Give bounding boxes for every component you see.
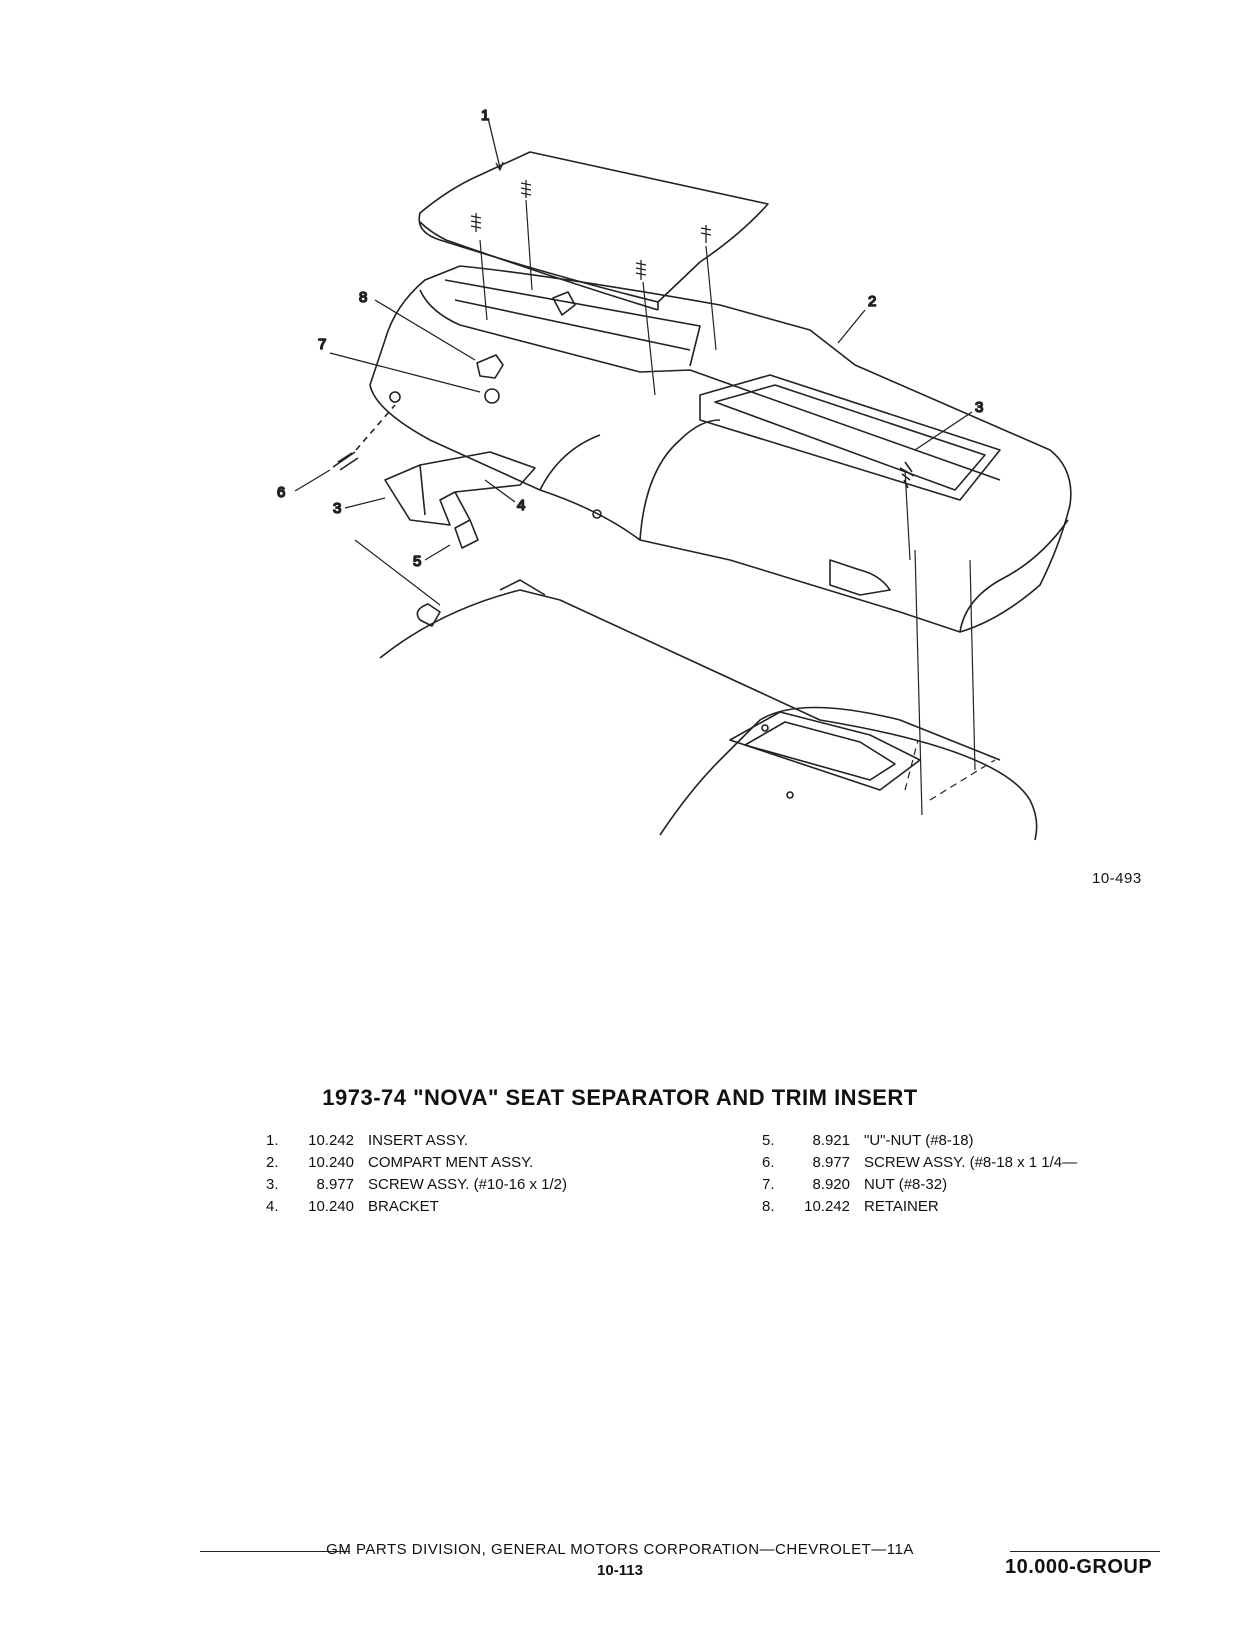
part-row: 5. 8.921 "U"-NUT (#8-18)	[762, 1130, 1077, 1152]
part-number: 5.	[762, 1132, 775, 1149]
part-number: 2.	[266, 1154, 279, 1171]
part-description: NUT (#8-32)	[864, 1176, 948, 1193]
footer-rule-left	[200, 1551, 350, 1552]
part-group-code: 8.977	[316, 1176, 354, 1193]
callout-1: 1	[481, 107, 489, 124]
callout-6: 6	[277, 484, 285, 501]
page-number: 10-113	[597, 1562, 643, 1579]
insert-lid-drawing	[418, 151, 769, 311]
callout-4: 4	[517, 497, 525, 514]
part-description: INSERT ASSY.	[368, 1132, 469, 1149]
part-description: SCREW ASSY. (#10-16 x 1/2)	[368, 1176, 567, 1193]
part-number: 3.	[266, 1176, 279, 1193]
part-description: COMPART MENT ASSY.	[368, 1154, 534, 1171]
page-title: 1973-74 "NOVA" SEAT SEPARATOR AND TRIM I…	[322, 1085, 918, 1110]
footer-publisher: GM PARTS DIVISION, GENERAL MOTORS CORPOR…	[326, 1541, 914, 1558]
part-description: BRACKET	[368, 1198, 439, 1215]
figure-number: 10-493	[1092, 870, 1142, 887]
part-row: 7. 8.920 NUT (#8-32)	[762, 1174, 1077, 1196]
floor-tunnel-drawing	[379, 579, 1038, 841]
part-row: 6. 8.977 SCREW ASSY. (#8-18 x 1 1/4—	[762, 1152, 1077, 1174]
parts-list-left: 1. 10.242 INSERT ASSY. 2. 10.240 COMPART…	[266, 1130, 567, 1218]
part-group-code: 10.240	[308, 1198, 354, 1215]
part-description: "U"-NUT (#8-18)	[864, 1132, 974, 1149]
callout-8: 8	[359, 289, 367, 306]
parts-list-right: 5. 8.921 "U"-NUT (#8-18) 6. 8.977 SCREW …	[762, 1130, 1077, 1218]
part-row: 1. 10.242 INSERT ASSY.	[266, 1130, 567, 1152]
part-number: 7.	[762, 1176, 775, 1193]
callout-leaders	[294, 117, 973, 561]
part-number: 6.	[762, 1154, 775, 1171]
part-group-code: 10.242	[804, 1198, 850, 1215]
part-group-code: 10.240	[308, 1154, 354, 1171]
part-group-code: 8.921	[812, 1132, 850, 1149]
part-group-code: 10.242	[308, 1132, 354, 1149]
part-row: 3. 8.977 SCREW ASSY. (#10-16 x 1/2)	[266, 1174, 567, 1196]
bracket-drawing	[384, 451, 536, 549]
part-number: 1.	[266, 1132, 279, 1149]
right-screw-drawing	[899, 461, 915, 489]
lid-screws-drawing	[470, 180, 712, 280]
footer-rule-right	[1010, 1551, 1160, 1552]
callout-3-left: 3	[333, 500, 341, 517]
callout-5: 5	[413, 553, 421, 570]
exploded-view-illustration: 1 2 3 3 4 5 6 7 8	[276, 106, 1072, 841]
part-description: SCREW ASSY. (#8-18 x 1 1/4—	[864, 1154, 1078, 1171]
mounting-lines	[354, 469, 996, 816]
side-screw-drawing	[332, 404, 396, 471]
part-number: 4.	[266, 1198, 279, 1215]
retainer-and-nut-drawing	[476, 291, 576, 404]
part-number: 8.	[762, 1198, 775, 1215]
part-row: 2. 10.240 COMPART MENT ASSY.	[266, 1152, 567, 1174]
part-description: RETAINER	[864, 1198, 939, 1215]
group-label: 10.000-GROUP	[1005, 1556, 1153, 1578]
callout-7: 7	[318, 336, 326, 353]
part-row: 8. 10.242 RETAINER	[762, 1196, 1077, 1218]
part-row: 4. 10.240 BRACKET	[266, 1196, 567, 1218]
compartment-drawing	[369, 265, 1072, 633]
callout-3-right: 3	[975, 399, 983, 416]
part-group-code: 8.920	[812, 1176, 850, 1193]
part-group-code: 8.977	[812, 1154, 850, 1171]
callout-2: 2	[868, 293, 876, 310]
